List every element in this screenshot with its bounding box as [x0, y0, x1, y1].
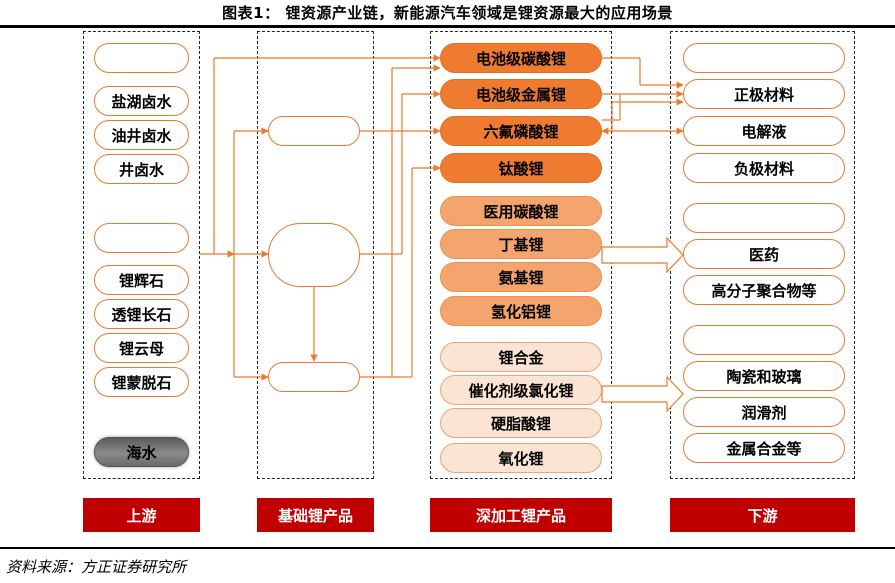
- deep-item: 医用碳酸锂: [440, 196, 602, 226]
- downstream-item: 高分子聚合物等: [683, 275, 845, 305]
- downstream-item: [683, 325, 845, 355]
- bottom-rule: [0, 547, 895, 549]
- downstream-item: 润滑剂: [683, 397, 845, 427]
- deep-item: 电池级金属锂: [440, 79, 602, 109]
- basic-item: [268, 223, 360, 287]
- upstream-item: [94, 223, 189, 253]
- label-deep-products: 深加工锂产品: [430, 498, 612, 532]
- upstream-item: 透锂长石: [94, 299, 189, 329]
- downstream-item: 陶瓷和玻璃: [683, 361, 845, 391]
- top-rule: [0, 25, 895, 28]
- upstream-item: 油井卤水: [94, 120, 189, 150]
- deep-item: 丁基锂: [440, 229, 602, 259]
- upstream-item: 锂辉石: [94, 265, 189, 295]
- upstream-item: 盐湖卤水: [94, 86, 189, 116]
- label-upstream: 上游: [83, 498, 200, 532]
- label-downstream: 下游: [670, 498, 855, 532]
- deep-item: 氨基锂: [440, 262, 602, 292]
- source-note: 资料来源：方正证券研究所: [6, 558, 187, 576]
- deep-item: 锂合金: [440, 342, 602, 372]
- figure-title: 图表1： 锂资源产业链，新能源汽车领域是锂资源最大的应用场景: [222, 4, 673, 22]
- basic-item: [268, 116, 360, 146]
- downstream-item: 负极材料: [683, 153, 845, 183]
- upstream-item: 井卤水: [94, 154, 189, 184]
- downstream-item: 电解液: [683, 116, 845, 146]
- deep-item: 钛酸锂: [440, 153, 602, 183]
- upstream-item: 锂蒙脱石: [94, 367, 189, 397]
- downstream-item: 医药: [683, 239, 845, 269]
- upstream-item: 锂云母: [94, 333, 189, 363]
- deep-item: 催化剂级氯化锂: [440, 375, 602, 405]
- deep-item: 硬脂酸锂: [440, 408, 602, 438]
- downstream-item: 正极材料: [683, 79, 845, 109]
- upstream-frame: [83, 31, 200, 479]
- upstream-item: [94, 43, 189, 73]
- downstream-item: 金属合金等: [683, 433, 845, 463]
- deep-item: 氢化铝锂: [440, 296, 602, 326]
- deep-item: 氧化锂: [440, 443, 602, 473]
- deep-item: 电池级碳酸锂: [440, 43, 602, 73]
- upstream-item-seawater: 海水: [94, 437, 189, 467]
- basic-frame: [257, 31, 374, 479]
- downstream-item: [683, 43, 845, 73]
- label-basic-products: 基础锂产品: [257, 498, 374, 532]
- deep-item: 六氟磷酸锂: [440, 116, 602, 146]
- downstream-item: [683, 203, 845, 233]
- basic-item: [268, 362, 360, 392]
